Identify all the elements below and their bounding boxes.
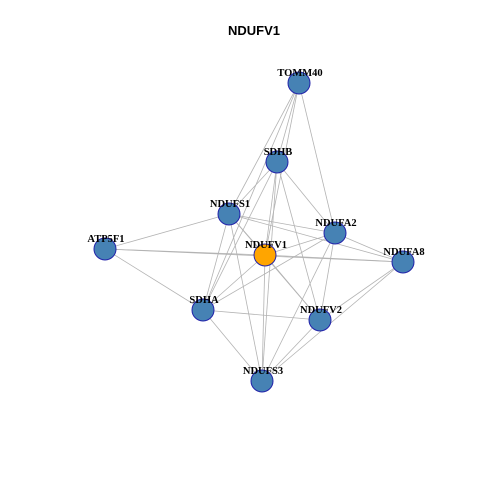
diagram-title: NDUFV1	[228, 23, 280, 38]
edge-tomm40-ndufs1	[228, 82, 300, 215]
edge-ndufa2-ndufv1	[264, 232, 336, 256]
edge-ndufv2-ndufs3	[261, 319, 321, 382]
node-ndufv1[interactable]	[253, 243, 277, 267]
node-sdhb[interactable]	[265, 150, 289, 174]
edge-ndufs1-ndufa8	[228, 213, 404, 263]
node-label-sdha: SDHA	[189, 295, 219, 306]
edge-tomm40-sdhb	[276, 82, 300, 163]
edge-ndufa2-ndufv2	[319, 232, 336, 321]
edge-ndufa2-sdha	[202, 232, 336, 311]
node-ndufs1[interactable]	[217, 202, 241, 226]
edge-layer	[104, 82, 404, 382]
edge-tomm40-ndufa2	[298, 82, 336, 234]
edge-sdhb-ndufv1	[264, 161, 278, 256]
node-label-sdhb: SDHB	[264, 147, 293, 158]
edge-sdhb-ndufa2	[276, 161, 336, 234]
edge-ndufa2-ndufa8	[334, 232, 404, 263]
node-label-ndufv1: NDUFV1	[245, 240, 287, 251]
node-label-atp5f1: ATP5F1	[87, 234, 124, 245]
node-ndufs3[interactable]	[250, 369, 274, 393]
node-label-ndufa2: NDUFA2	[315, 218, 356, 229]
node-ndufv2[interactable]	[308, 308, 332, 332]
edge-sdha-ndufs3	[202, 309, 263, 382]
edge-ndufa8-ndufs3	[261, 261, 404, 382]
edge-ndufa8-ndufv2	[319, 261, 404, 321]
edge-ndufv1-ndufv2	[264, 254, 321, 321]
edge-ndufs1-atp5f1	[104, 213, 230, 250]
node-ndufa2[interactable]	[323, 221, 347, 245]
edge-ndufs1-sdha	[202, 213, 230, 311]
edge-ndufv1-ndufa8	[264, 254, 404, 263]
node-sdha[interactable]	[191, 298, 215, 322]
edge-sdhb-sdha	[202, 161, 278, 311]
edge-tomm40-sdha	[202, 82, 300, 311]
edge-sdha-ndufv2	[202, 309, 321, 321]
edge-ndufv1-ndufs3	[261, 254, 266, 382]
edge-ndufv1-sdha	[202, 254, 266, 311]
node-label-tomm40: TOMM40	[277, 68, 322, 79]
edge-ndufs1-ndufa2	[228, 213, 336, 234]
edge-sdhb-ndufv2	[276, 161, 321, 321]
node-label-ndufs1: NDUFS1	[210, 199, 250, 210]
edge-sdhb-ndufs1	[228, 161, 278, 215]
edge-atp5f1-sdha	[104, 248, 204, 311]
node-layer	[93, 71, 415, 393]
node-atp5f1[interactable]	[93, 237, 117, 261]
edge-ndufs1-ndufs3	[228, 213, 263, 382]
node-label-ndufs3: NDUFS3	[243, 366, 283, 377]
node-label-ndufa8: NDUFA8	[383, 247, 424, 258]
node-label-ndufv2: NDUFV2	[300, 305, 342, 316]
node-ndufa8[interactable]	[391, 250, 415, 274]
node-tomm40[interactable]	[287, 71, 311, 95]
